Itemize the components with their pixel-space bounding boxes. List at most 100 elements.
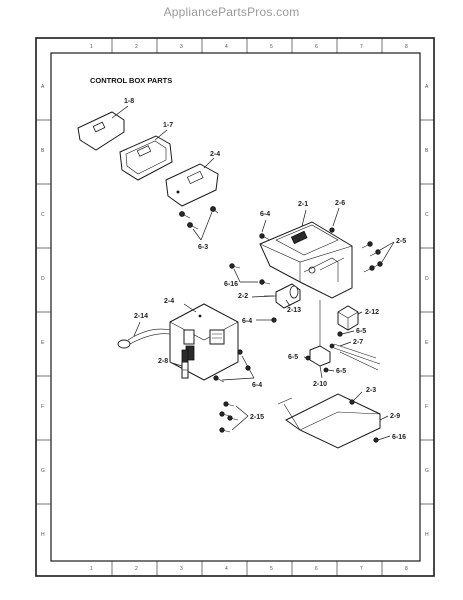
leader-line: [301, 209, 307, 227]
main-pcb-2-4: [169, 303, 239, 381]
leader-line: [183, 303, 197, 313]
bottom-cover-2-3: [277, 393, 381, 449]
leader-line: [332, 207, 340, 227]
ruler-letter: C: [41, 212, 45, 218]
screw-shank: [261, 235, 271, 241]
callout-2-8: 2-8: [158, 358, 168, 365]
callout-6-3: 6-3: [198, 244, 208, 251]
wire-bracket-2-7: [329, 331, 381, 371]
leader-line: [377, 435, 391, 441]
left-ruler: A B C D E F G H: [41, 84, 45, 538]
leader-line: [285, 299, 291, 307]
callout-2-6: 2-6: [335, 200, 345, 207]
diagram-title: CONTROL BOX PARTS: [90, 76, 172, 85]
ruler-letter: E: [41, 340, 45, 346]
leader-line: [241, 355, 255, 379]
callout-2-10: 2-10: [313, 381, 327, 388]
ruler-number: 2: [135, 44, 138, 50]
relay-2-12: [337, 305, 359, 331]
ruler-letter: C: [425, 212, 429, 218]
ruler-number: 7: [360, 566, 363, 572]
screw-2-6: [329, 227, 335, 233]
callout-6-5-upper: 6-5: [356, 328, 366, 335]
ruler-number: 1: [90, 44, 93, 50]
inner-border: [50, 52, 421, 562]
ruler-number: 8: [405, 566, 408, 572]
callout-6-16-lower: 6-16: [392, 434, 406, 441]
ruler-letter: B: [425, 148, 429, 154]
ruler-letter: H: [425, 532, 429, 538]
circuit-board-2-4-top: [165, 163, 219, 207]
callout-6-16-upper: 6-16: [224, 281, 238, 288]
leader-line: [341, 330, 355, 335]
leader-line: [133, 321, 141, 337]
callout-2-7: 2-7: [353, 339, 363, 346]
leader-line: [154, 129, 168, 141]
ruler-number: 1: [90, 566, 93, 572]
callout-6-5-right: 6-5: [336, 368, 346, 375]
ruler-number: 8: [405, 44, 408, 50]
ruler-number: 2: [135, 566, 138, 572]
control-box-housing-2-1: [259, 221, 353, 299]
ruler-number: 7: [360, 44, 363, 50]
ruler-number: 5: [270, 566, 273, 572]
top-ruler: 1 2 3 4 5 6 7 8: [90, 44, 408, 50]
leader-line: [327, 369, 335, 372]
ruler-letter: E: [425, 340, 429, 346]
screws-6-3: [179, 206, 219, 230]
callout-6-4-lower: 6-4: [252, 382, 262, 389]
control-panel-1-7: [119, 135, 173, 181]
callout-2-5: 2-5: [396, 238, 406, 245]
leader-line: [303, 356, 309, 359]
ruler-letter: F: [41, 404, 44, 410]
wire-harness-2-14: [117, 328, 171, 349]
ruler-letter: H: [41, 532, 45, 538]
leader-line: [381, 241, 395, 263]
leader-line: [203, 157, 215, 169]
ruler-number: 6: [315, 44, 318, 50]
ruler-number: 5: [270, 44, 273, 50]
leader-line: [357, 311, 363, 315]
leader-line: [171, 362, 183, 367]
callout-6-5-left: 6-5: [288, 354, 298, 361]
ruler-number: 6: [315, 566, 318, 572]
leader-line: [233, 268, 241, 283]
leader-line: [339, 341, 352, 347]
leader-line: [192, 228, 202, 241]
ruler-number: 4: [225, 44, 228, 50]
callout-2-4-lower: 2-4: [164, 298, 174, 305]
callout-6-4-upper: 6-4: [260, 211, 270, 218]
callout-6-4-mid: 6-4: [242, 318, 252, 325]
callout-2-4-top: 2-4: [210, 151, 220, 158]
ruler-letter: A: [425, 84, 429, 90]
ruler-letter: D: [41, 276, 45, 282]
leader-line: [353, 391, 363, 401]
screws-6-4-lower: [213, 349, 251, 383]
site-watermark: AppliancePartsPros.com: [163, 5, 300, 19]
leader-line: [200, 211, 213, 241]
ruler-ticks: [36, 38, 434, 576]
leader-line: [251, 295, 275, 298]
ruler-letter: A: [41, 84, 45, 90]
bottom-ruler: 1 2 3 4 5 6 7 8: [90, 566, 408, 572]
callout-2-12: 2-12: [365, 309, 379, 316]
callout-2-3: 2-3: [366, 387, 376, 394]
screw-6-16-lower: [373, 437, 379, 443]
ruler-number: 4: [225, 566, 228, 572]
screws-2-15: [219, 401, 239, 433]
ruler-letter: F: [425, 404, 428, 410]
leader-line: [261, 219, 267, 233]
leader-line: [221, 377, 255, 381]
callout-2-1: 2-1: [298, 201, 308, 208]
ruler-letter: D: [425, 276, 429, 282]
right-ruler: A B C D E F G H: [425, 84, 429, 538]
bracket-2-10: [305, 300, 331, 373]
callout-1-7: 1-7: [163, 122, 173, 129]
leader-line: [379, 241, 395, 251]
ruler-letter: G: [425, 468, 429, 474]
leader-line: [231, 415, 249, 431]
leader-line: [379, 415, 389, 421]
clip-2-8: [181, 361, 189, 379]
leader-line: [111, 105, 129, 119]
